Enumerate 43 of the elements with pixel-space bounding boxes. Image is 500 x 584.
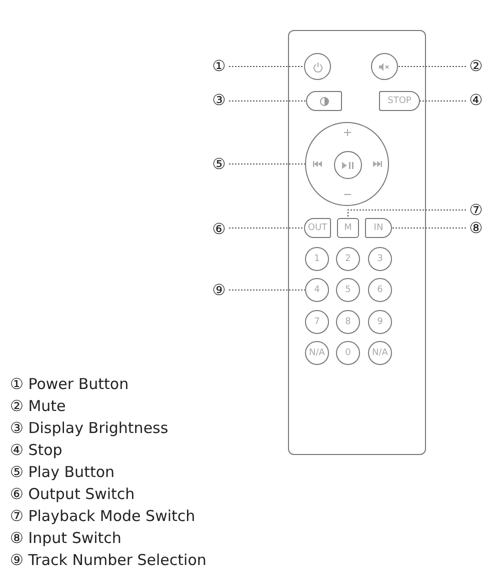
number-button: 1	[305, 247, 329, 271]
number-button: N/A	[305, 341, 329, 365]
legend-text: ⑨ Track Number Selection	[10, 553, 206, 568]
legend-text: ⑧ Input Switch	[10, 531, 122, 546]
number-button: 9	[368, 310, 392, 334]
callout-number: ⑤	[211, 156, 227, 172]
number-button: N/A	[368, 341, 392, 365]
input-button: IN	[365, 218, 392, 238]
brightness-button	[306, 91, 342, 111]
leader-line	[420, 100, 466, 102]
legend-text: ⑦ Playback Mode Switch	[10, 509, 196, 524]
play-pause-button	[334, 151, 362, 179]
number-button: 6	[368, 278, 392, 302]
legend-text: ⑥ Output Switch	[10, 487, 135, 502]
number-button: 8	[336, 310, 360, 334]
number-button: 5	[336, 278, 360, 302]
callout-number: ③	[211, 92, 227, 108]
callout-number: ⑨	[211, 282, 227, 298]
legend-text: ② Mute	[10, 399, 66, 414]
legend-text: ① Power Button	[10, 377, 129, 392]
leader-line	[228, 66, 304, 67]
leader-line	[348, 210, 466, 218]
callout-number: ⑦	[468, 202, 484, 218]
callout-number: ④	[468, 92, 484, 108]
stop-button: STOP	[379, 91, 420, 111]
number-button: 2	[336, 247, 360, 271]
mute-button	[371, 53, 398, 80]
callout-number: ②	[468, 58, 484, 74]
mode-button: M	[337, 218, 359, 238]
legend-text: ⑤ Play Button	[10, 465, 115, 480]
callout-number: ⑥	[211, 221, 227, 237]
legend-text: ③ Display Brightness	[10, 421, 168, 436]
callout-number: ①	[211, 58, 227, 74]
output-button: OUT	[304, 218, 331, 238]
leader-line	[398, 66, 466, 67]
legend-text: ④ Stop	[10, 443, 62, 458]
number-button: 7	[305, 310, 329, 334]
leader-line	[228, 100, 306, 102]
number-button: 4	[305, 278, 329, 302]
number-button: 0	[336, 341, 360, 365]
callout-number: ⑧	[468, 220, 484, 236]
power-button	[304, 53, 331, 80]
number-button: 3	[368, 247, 392, 271]
